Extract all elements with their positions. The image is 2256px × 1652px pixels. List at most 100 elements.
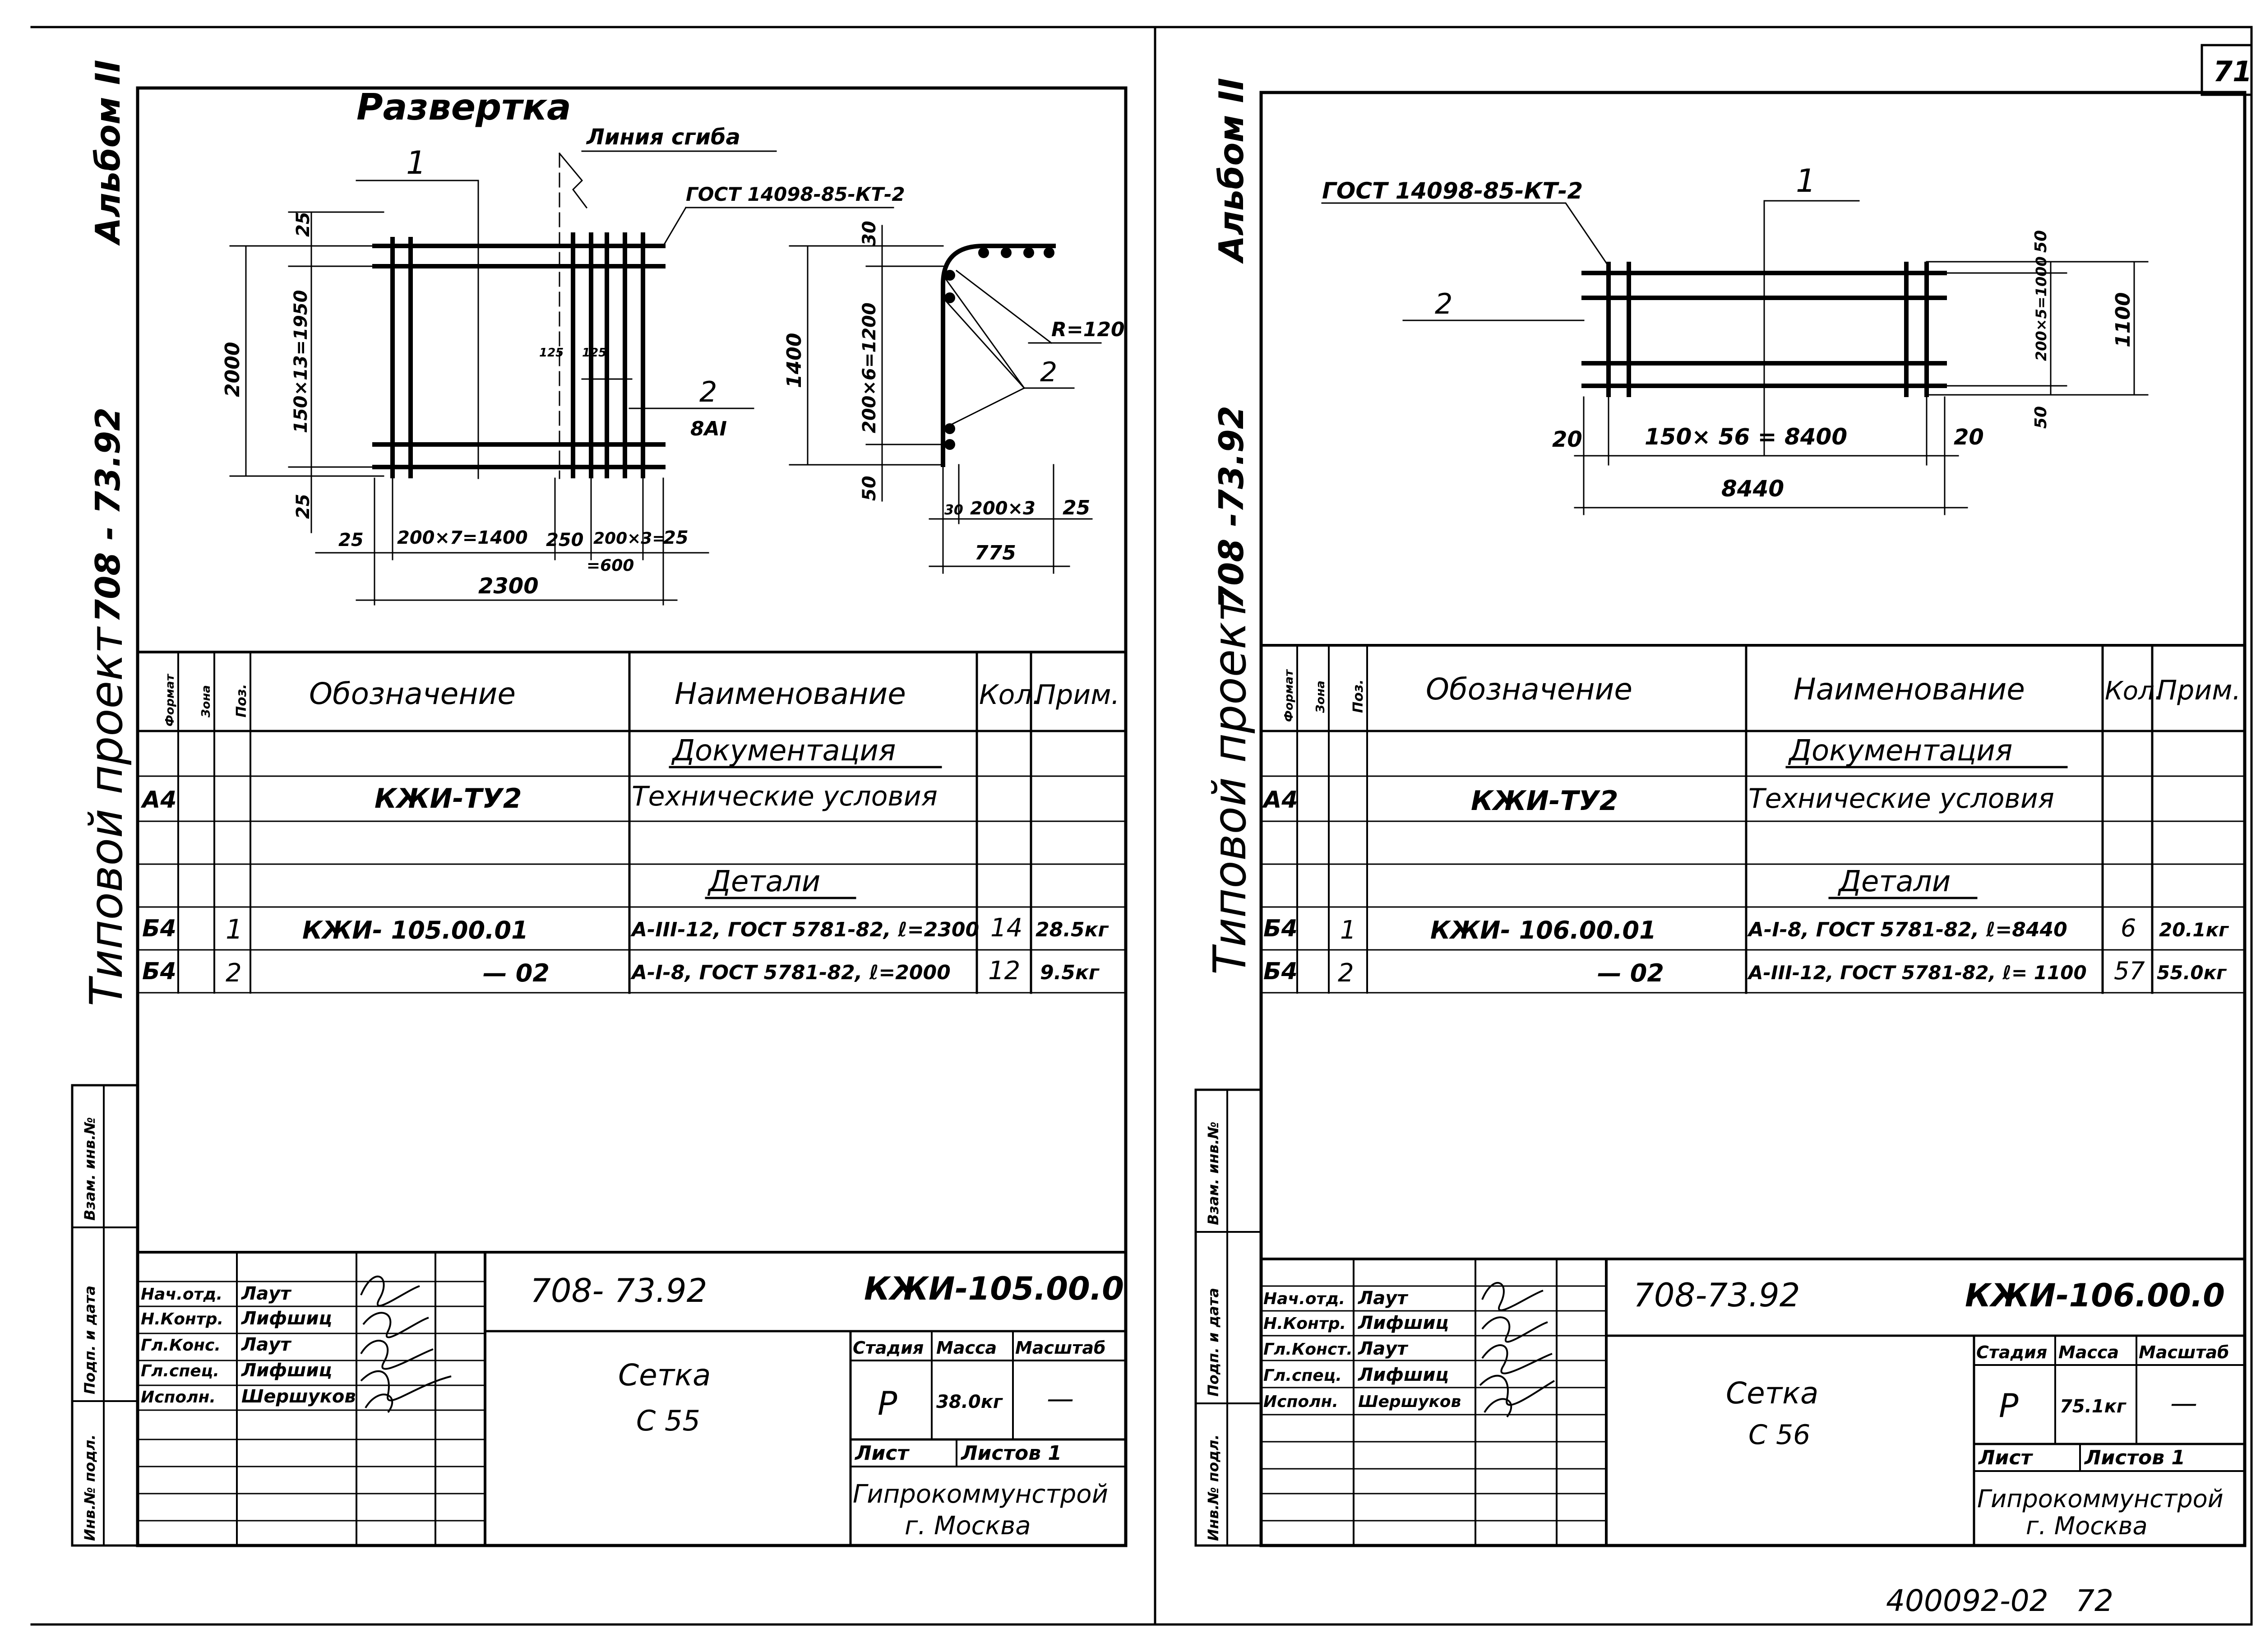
right-title-block: 708-73.92 КЖИ-106.00.0 Нач.отд. Н.Контр.…: [1263, 1276, 2229, 1540]
page-number-box: [2201, 44, 2253, 96]
svg-text:Б4: Б4: [142, 958, 176, 985]
archive-code: 400092-02: [1886, 1583, 2048, 1618]
dim-200x5: 200×5=1000: [2033, 256, 2050, 361]
stage-value: Р: [878, 1384, 897, 1422]
dim-1400: 1400: [783, 333, 806, 388]
signer-name: Лифшиц: [241, 1360, 332, 1381]
album-label: Альбом II: [88, 60, 128, 246]
left-title-block: 708- 73.92 КЖИ-105.00.0 Нач.отд. Н.Контр…: [141, 1270, 1124, 1541]
section-parts: Детали: [707, 865, 820, 898]
doc-designation: КЖИ-ТУ2: [1471, 785, 1618, 817]
role-chief-designer: Гл.Конст.: [1263, 1340, 1353, 1359]
col-format-header: Формат: [163, 673, 177, 727]
stamp-doc-code: КЖИ-105.00.0: [864, 1270, 1124, 1307]
project-code-side: 708 -73.92: [1211, 406, 1251, 609]
svg-text:— 02: — 02: [1597, 959, 1664, 987]
left-spec-table: Формат Зона Поз. Обозначение Наименовани…: [140, 673, 1120, 988]
doc-format: А4: [1262, 787, 1298, 814]
position-1-label: 1: [406, 144, 426, 181]
dim-200x7: 200×7=1400: [397, 528, 528, 548]
mass-value: 75.1кг: [2060, 1396, 2127, 1417]
signature-scribbles: [1479, 1282, 1555, 1418]
mass-header: Масса: [2058, 1342, 2119, 1362]
scale-value: —: [2170, 1388, 2197, 1419]
dim-125-b: 125: [582, 346, 606, 360]
scale-header: Масштаб: [2139, 1342, 2229, 1362]
col-name-header: Наименование: [675, 676, 906, 711]
typical-project-label: Типовой проект: [1203, 595, 1256, 975]
svg-text:1: 1: [1340, 916, 1356, 945]
stamp-project-code: 708-73.92: [1633, 1276, 1800, 1314]
right-sheet-frame: [1194, 91, 2247, 1547]
dim-50-top: 50: [2032, 230, 2050, 253]
dim-25-right: 25: [663, 528, 689, 548]
role-head-dept: Нач.отд.: [141, 1285, 222, 1304]
bend-line-label: Линия сгиба: [586, 125, 740, 150]
page-number: 71: [2213, 55, 2252, 88]
signer-name: Лаут: [241, 1334, 292, 1355]
col-format-header: Формат: [1282, 669, 1296, 722]
dim-125-a: 125: [539, 346, 564, 360]
inv-replace-label: Взам. инв.№: [1205, 1122, 1222, 1225]
mass-header: Масса: [936, 1338, 997, 1358]
role-executor: Исполн.: [141, 1388, 216, 1407]
sheet-label: Лист: [854, 1442, 910, 1465]
organization-name: Гипрокоммунстрой: [1977, 1485, 2224, 1513]
col-name-header: Наименование: [1794, 672, 2025, 707]
inv-replace-label: Взам. инв.№: [81, 1117, 98, 1221]
svg-text:Б4: Б4: [1263, 958, 1298, 985]
dim-150x13: 150×13=1950: [291, 290, 311, 433]
album-label: Альбом II: [1211, 78, 1251, 264]
svg-text:2: 2: [226, 958, 242, 988]
svg-text:А-I-8, ГОСТ 5781-82, ℓ=2000: А-I-8, ГОСТ 5781-82, ℓ=2000: [630, 961, 951, 984]
svg-text:А-I-8, ГОСТ 5781-82, ℓ=8440: А-I-8, ГОСТ 5781-82, ℓ=8440: [1747, 918, 2067, 941]
signer-name: Лаут: [1358, 1288, 1409, 1309]
col-note-header: Прим.: [2157, 675, 2241, 706]
dim-8440: 8440: [1721, 476, 1784, 502]
right-drawing-labels: ГОСТ 14098-85-КТ-2 1 2 50 200×5=1000 110…: [1322, 162, 2135, 502]
position-2-label: 2: [1435, 287, 1452, 320]
position-2-label: 2: [699, 375, 717, 408]
mass-value: 38.0кг: [936, 1392, 1003, 1412]
signer-name: Лифшиц: [1358, 1365, 1449, 1385]
role-chief-specialist: Гл.спец.: [141, 1362, 219, 1380]
stamp-subtitle: С 55: [636, 1404, 700, 1437]
svg-text:20.1кг: 20.1кг: [2159, 919, 2229, 941]
scale-value: —: [1047, 1383, 1074, 1415]
dim-50-bottom: 50: [2032, 406, 2050, 429]
role-norm-control: Н.Контр.: [1263, 1314, 1346, 1333]
left-sheet-frame: [71, 86, 1128, 1547]
project-code-side: 708 - 73.92: [88, 407, 128, 623]
stage-header: Стадия: [853, 1338, 924, 1358]
scale-header: Масштаб: [1015, 1338, 1106, 1358]
svg-text:14: 14: [990, 913, 1022, 943]
svg-text:2: 2: [1338, 958, 1354, 988]
stage-header: Стадия: [1976, 1342, 2047, 1362]
svg-text:КЖИ- 105.00.01: КЖИ- 105.00.01: [302, 916, 528, 944]
col-designation-header: Обозначение: [309, 676, 516, 711]
dim-2300: 2300: [478, 574, 539, 599]
col-note-header: Прим.: [1036, 679, 1120, 711]
svg-text:А-III-12, ГОСТ 5781-82, ℓ= 110: А-III-12, ГОСТ 5781-82, ℓ= 1100: [1747, 962, 2087, 984]
signer-name: Лаут: [241, 1283, 292, 1304]
stamp-doc-code: КЖИ-106.00.0: [1965, 1277, 2225, 1314]
doc-name: Технические условия: [632, 781, 938, 812]
svg-text:9.5кг: 9.5кг: [1040, 961, 1100, 984]
dim-25-section: 25: [1063, 496, 1090, 519]
dim-25-bottom: 25: [293, 494, 314, 519]
stamp-title: Сетка: [1726, 1376, 1818, 1411]
svg-text:1: 1: [226, 914, 243, 945]
dim-200x6: 200×6=1200: [859, 302, 880, 433]
svg-text:55.0кг: 55.0кг: [2157, 962, 2227, 984]
stage-value: Р: [1999, 1387, 2019, 1425]
dim-2000: 2000: [221, 342, 244, 397]
sheets-count: Листов 1: [960, 1442, 1062, 1465]
col-pos-header: Поз.: [234, 684, 250, 717]
section-parts: Детали: [1837, 865, 1951, 898]
dim-150x56: 150× 56 = 8400: [1645, 424, 1847, 450]
role-chief-designer: Гл.Конс.: [141, 1336, 221, 1355]
dim-30: 30: [859, 221, 880, 246]
sign-date-label: Подп. и дата: [81, 1286, 98, 1394]
typical-project-label: Типовой проект: [80, 626, 133, 1006]
